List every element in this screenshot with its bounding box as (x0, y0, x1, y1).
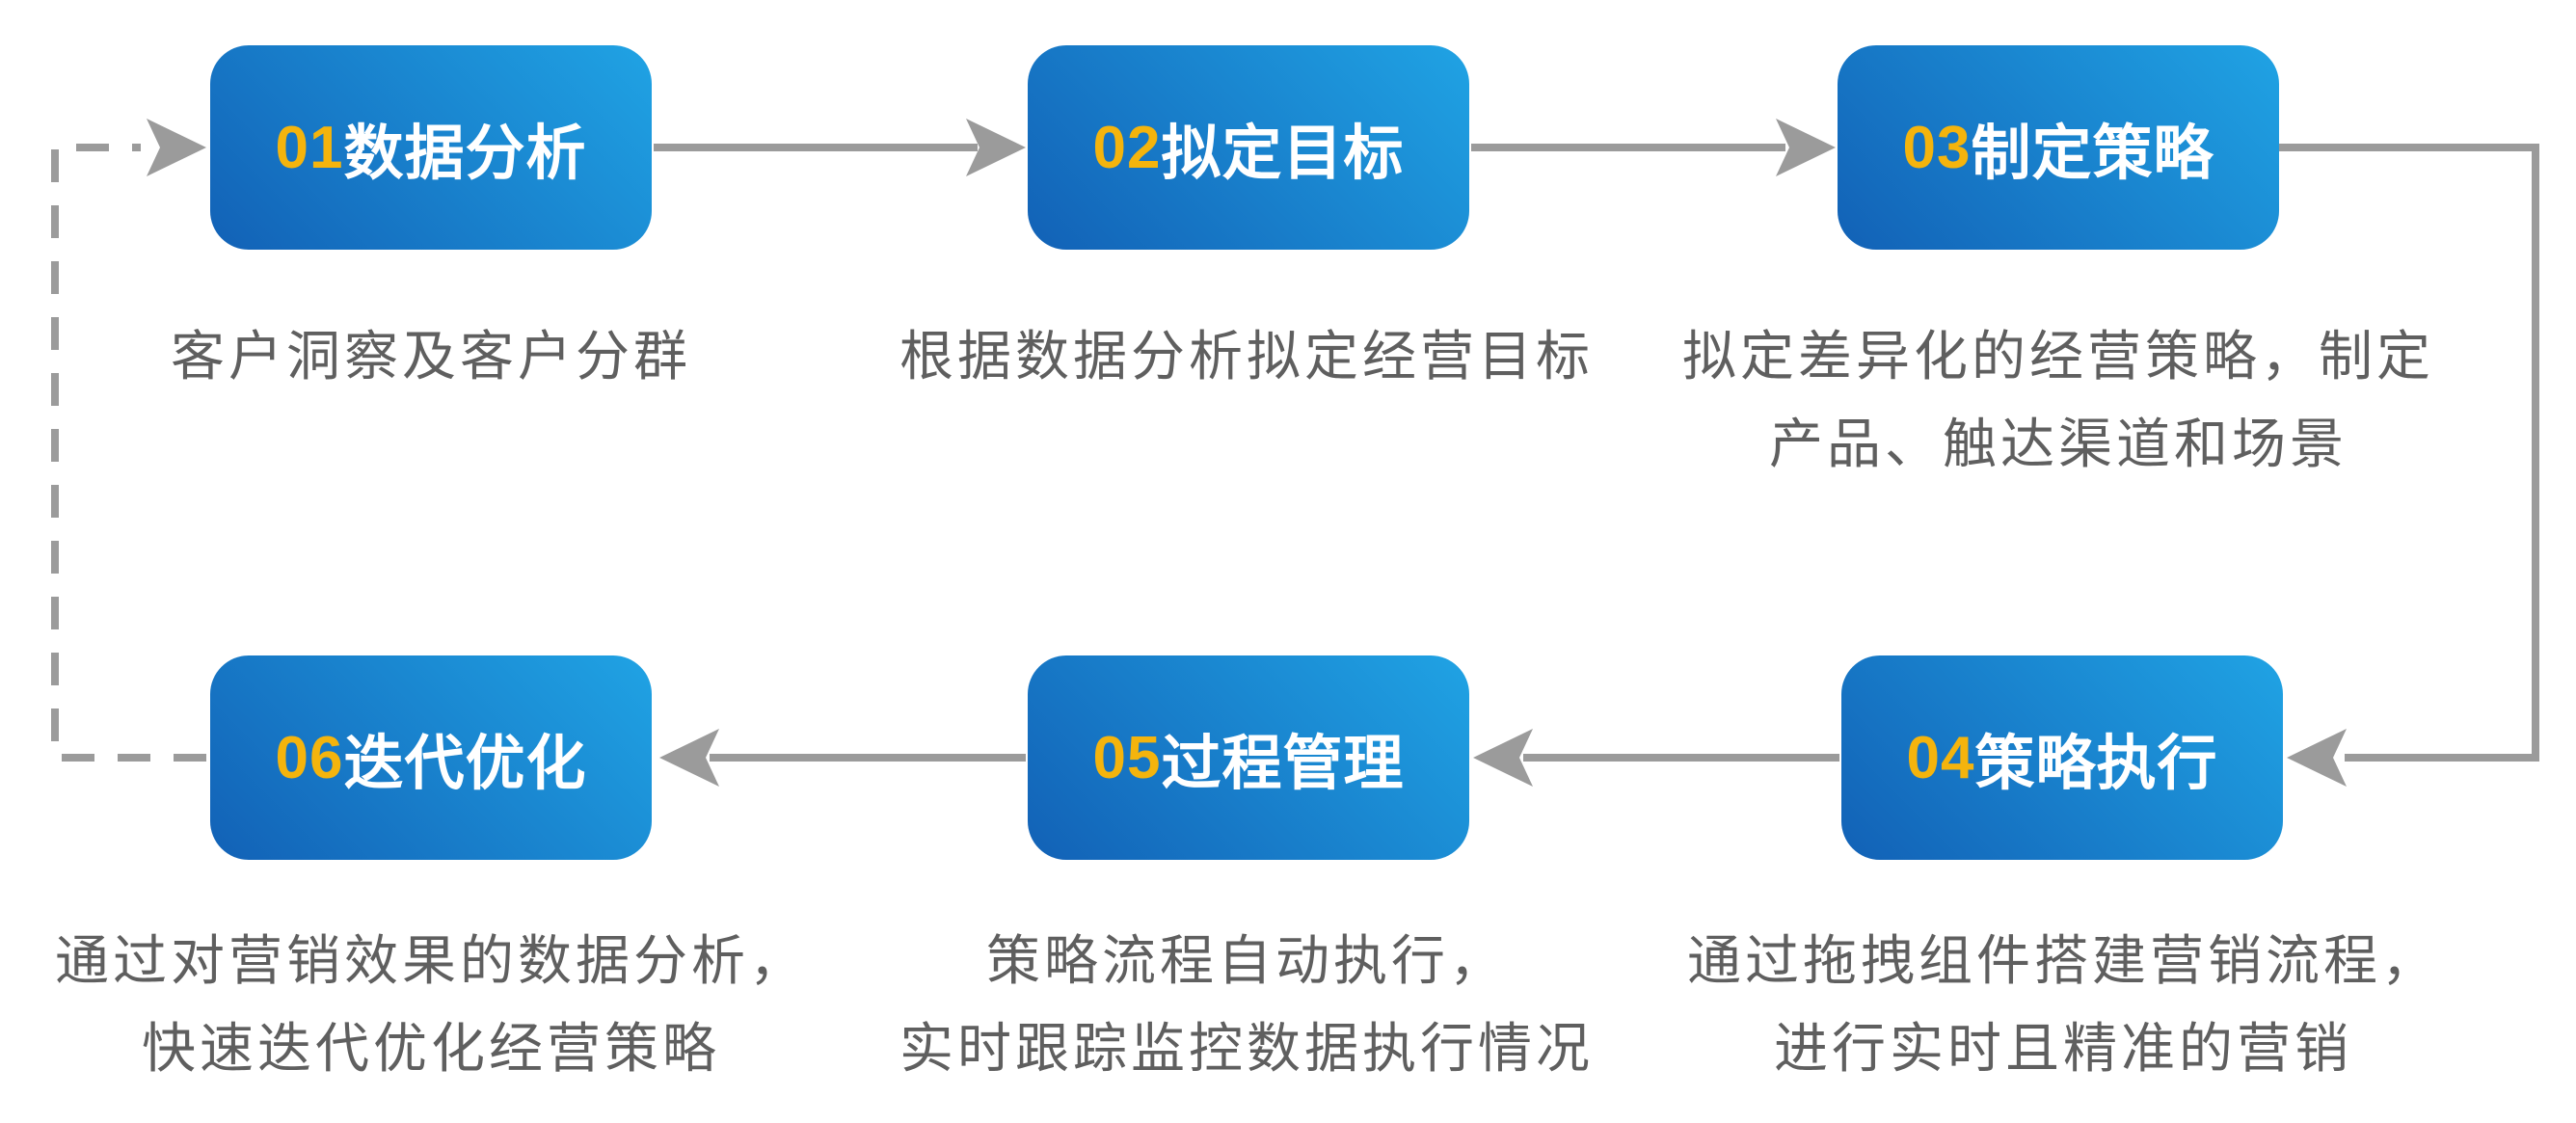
desc-line: 通过对营销效果的数据分析， (55, 930, 807, 991)
step-number: 06 (275, 724, 344, 791)
step-description-02: 根据数据分析拟定经营目标 (899, 313, 1594, 401)
desc-line: 实时跟踪监控数据执行情况 (899, 1017, 1594, 1079)
step-description-05: 策略流程自动执行， 实时跟踪监控数据执行情况 (899, 918, 1594, 1092)
arrow-05-to-06-head (659, 729, 719, 787)
arrow-04-to-05-head (1473, 729, 1533, 787)
arrow-06-to-01-head (147, 119, 206, 176)
desc-line: 根据数据分析拟定经营目标 (899, 326, 1594, 387)
step-number: 03 (1902, 114, 1972, 181)
desc-line: 进行实时且精准的营销 (1774, 1017, 2352, 1079)
step-number: 02 (1092, 114, 1162, 181)
arrow-02-to-03-head (1776, 119, 1836, 176)
step-number: 04 (1906, 724, 1975, 791)
arrow-03-to-04-head (2287, 729, 2347, 787)
arrow-06-to-01-dashed-line (51, 144, 206, 762)
desc-line: 产品、触达渠道和场景 (1769, 413, 2348, 474)
step-description-01: 客户洞察及客户分群 (171, 313, 691, 401)
step-number: 05 (1092, 724, 1162, 791)
desc-line: 通过拖拽组件搭建营销流程， (1687, 930, 2439, 991)
step-title: 拟定目标 (1161, 120, 1405, 187)
step-title: 迭代优化 (343, 731, 587, 797)
desc-line: 快速迭代优化经营策略 (142, 1017, 720, 1079)
desc-line: 客户洞察及客户分群 (171, 326, 691, 387)
step-title: 数据分析 (343, 120, 587, 187)
desc-line: 策略流程自动执行， (986, 930, 1507, 991)
step-description-03: 拟定差异化的经营策略，制定 产品、触达渠道和场景 (1682, 313, 2434, 488)
step-title: 过程管理 (1161, 731, 1405, 797)
arrow-01-to-02-head (966, 119, 1026, 176)
arrow-03-to-04-line (2279, 144, 2539, 762)
step-number: 01 (275, 114, 344, 181)
step-description-04: 通过拖拽组件搭建营销流程， 进行实时且精准的营销 (1687, 918, 2439, 1092)
desc-line: 拟定差异化的经营策略，制定 (1682, 326, 2434, 387)
step-title: 策略执行 (1974, 731, 2218, 797)
step-description-06: 通过对营销效果的数据分析， 快速迭代优化经营策略 (55, 918, 807, 1092)
step-title: 制定策略 (1971, 120, 2214, 187)
